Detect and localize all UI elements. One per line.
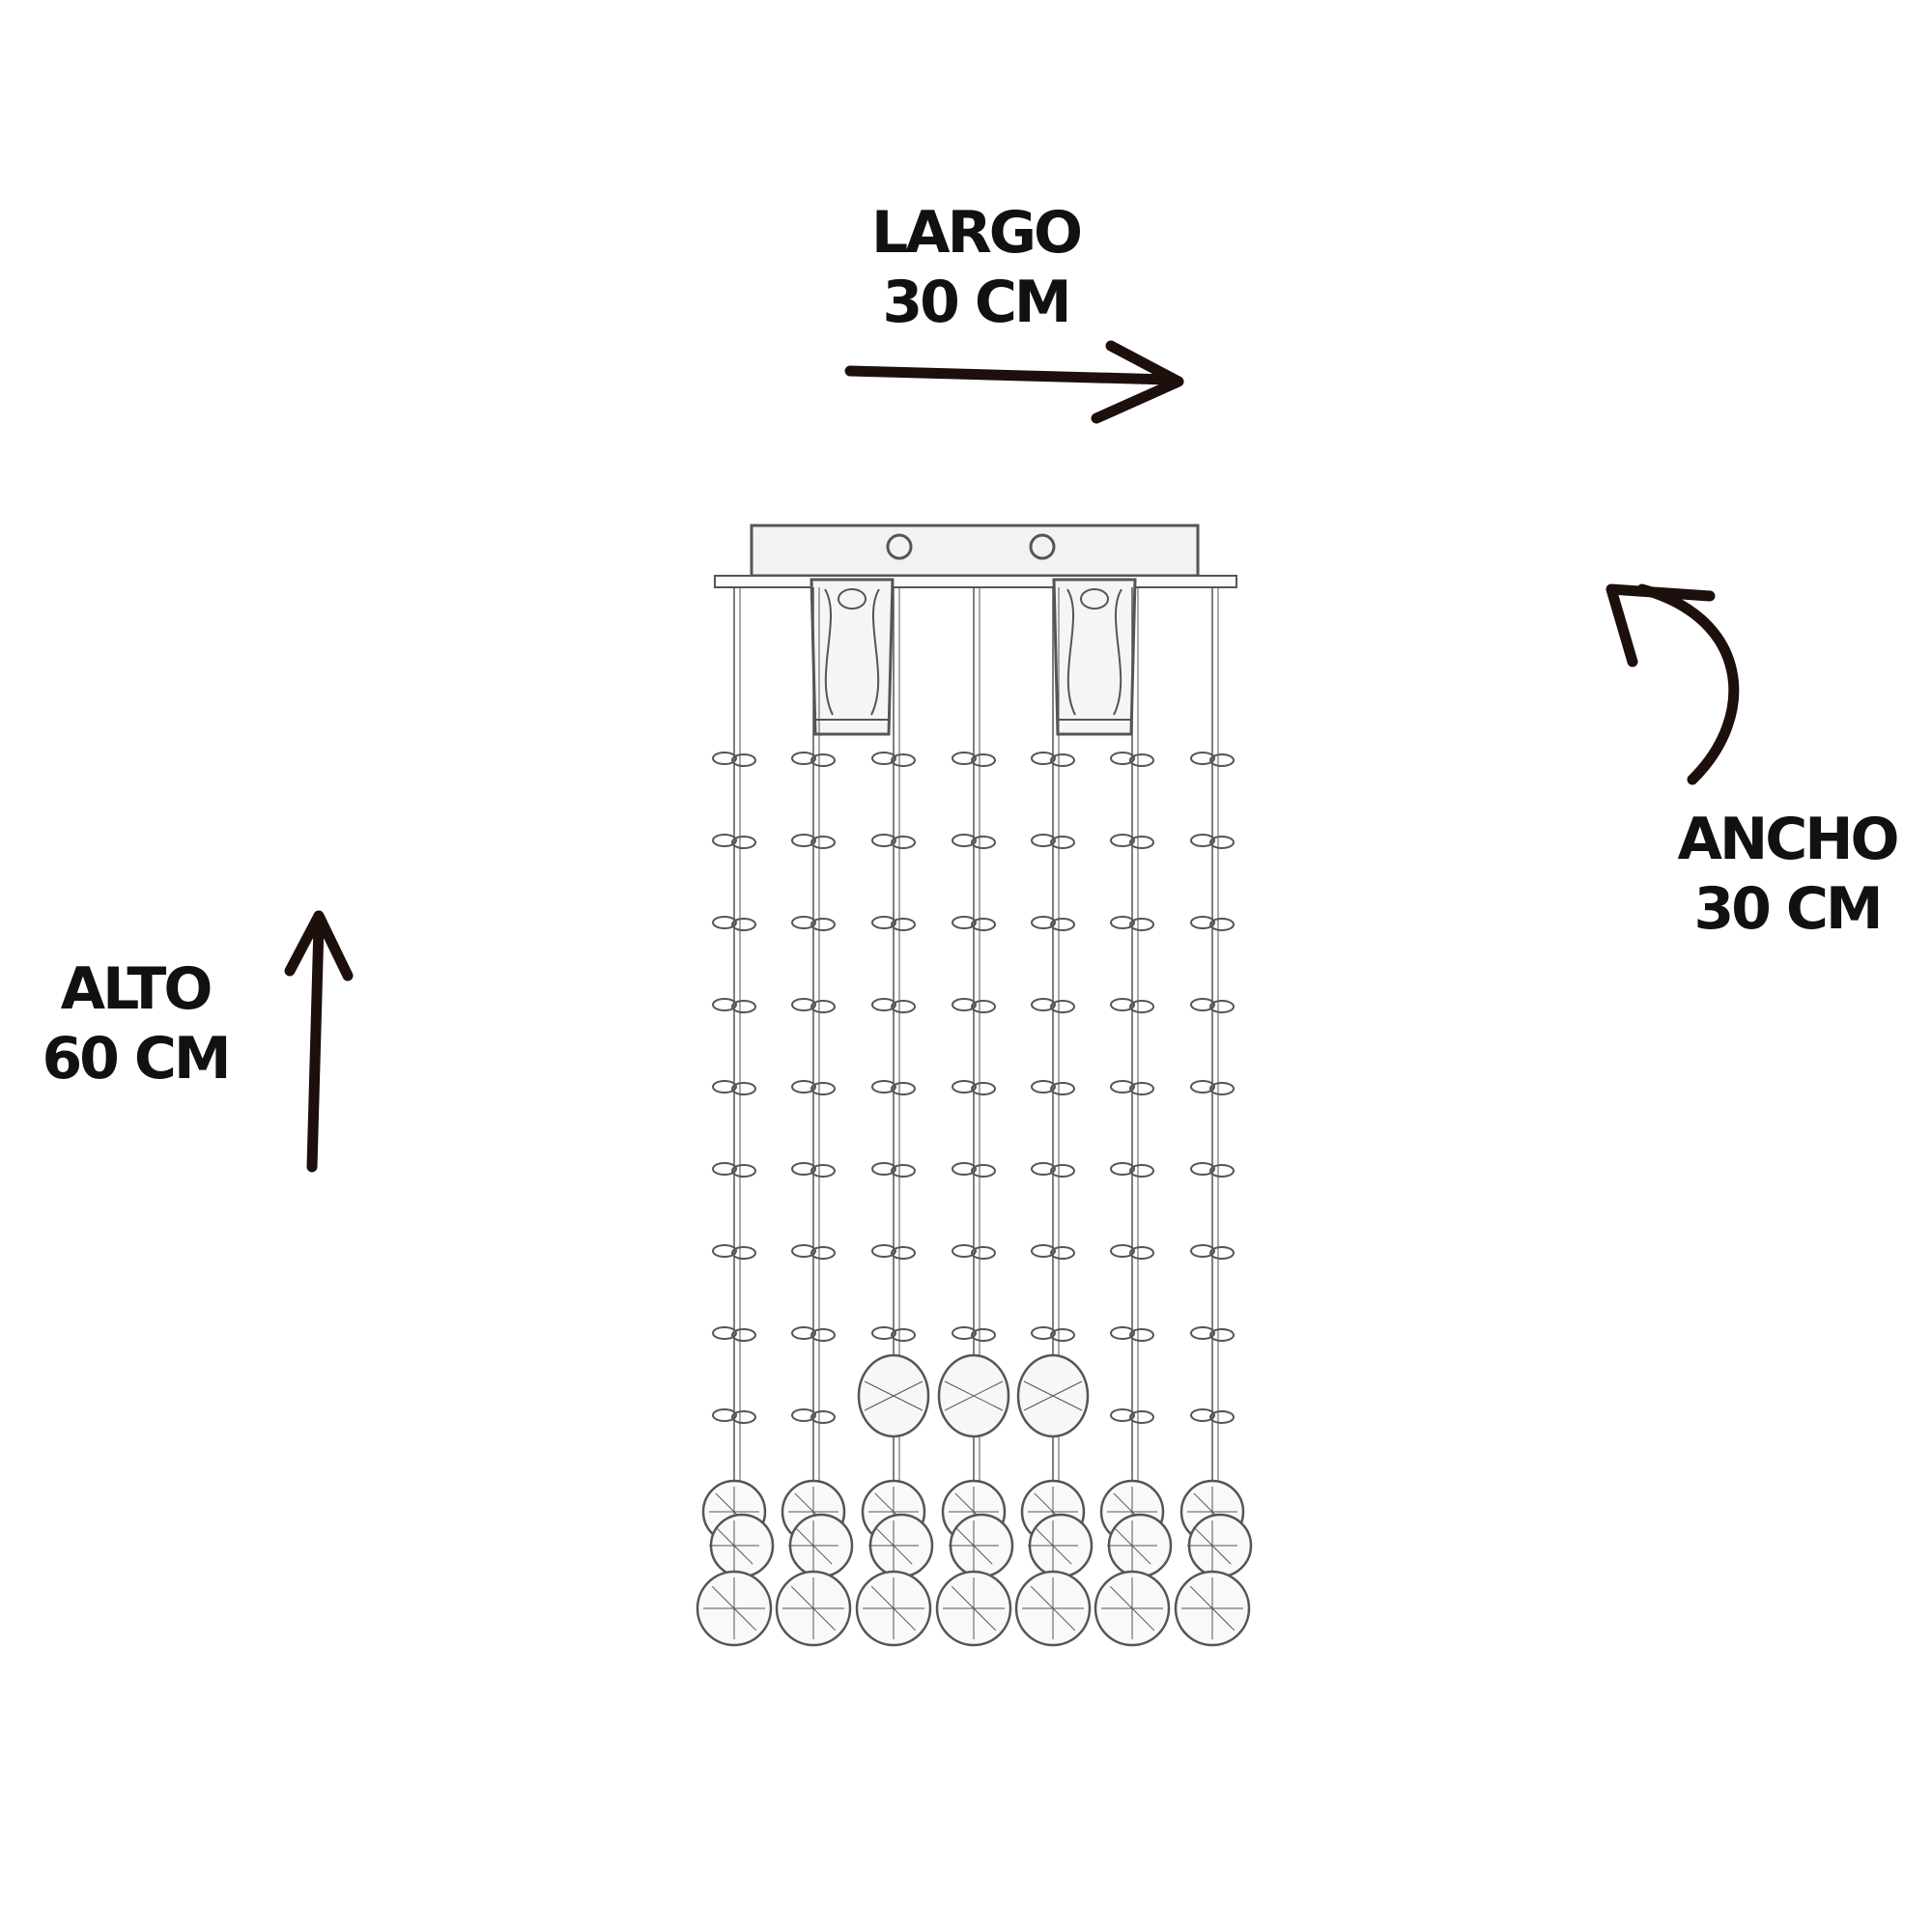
crystal-bead-icon: [871, 916, 916, 931]
alto-name: ALTO: [60, 955, 213, 1023]
crystal-bead-icon: [871, 1326, 916, 1342]
largo-value: 30 CM: [882, 269, 1071, 336]
crystal-bead-icon: [712, 1080, 756, 1095]
crystal-bead-icon: [1031, 752, 1075, 767]
crystal-strand: [1094, 587, 1173, 1647]
crystal-bead-icon: [1031, 1162, 1075, 1178]
crystal-bead-icon: [952, 1162, 996, 1178]
crystal-bead-icon: [1031, 916, 1075, 931]
crystal-bead-icon: [1031, 998, 1075, 1013]
crystal-strand: [1174, 587, 1253, 1647]
ceiling-plate: [750, 524, 1200, 578]
crystal-bead-icon: [1031, 1080, 1075, 1095]
crystal-bead-icon: [871, 998, 916, 1013]
crystal-bead-icon: [1190, 1244, 1235, 1260]
crystal-bead-icon: [791, 834, 836, 849]
crystal-bead-icon: [1190, 1080, 1235, 1095]
crystal-bead-icon: [1190, 1326, 1235, 1342]
crystal-bead-icon: [1110, 1326, 1154, 1342]
crystal-bead-icon: [791, 1162, 836, 1178]
crystal-bead-icon: [952, 1080, 996, 1095]
crystal-bead-icon: [1190, 998, 1235, 1013]
crystal-bead-icon: [1031, 834, 1075, 849]
crystal-strand: [935, 587, 1014, 1647]
plate-screw-right: [1029, 533, 1056, 560]
ancho-name: ANCHO: [1677, 806, 1900, 873]
crystal-bead-icon: [1110, 1080, 1154, 1095]
crystal-bead-icon: [1110, 752, 1154, 767]
crystal-bead-icon: [1031, 1244, 1075, 1260]
crystal-bead-icon: [712, 998, 756, 1013]
crystal-bead-icon: [1110, 1408, 1154, 1424]
plate-screw-left: [886, 533, 913, 560]
ancho-arrowhead-icon: [1605, 583, 1716, 668]
crystal-bead-icon: [1110, 1162, 1154, 1178]
crystal-bead-icon: [1190, 834, 1235, 849]
alto-arrowhead-icon: [284, 910, 354, 981]
crystal-strand: [696, 587, 775, 1647]
crystal-bead-icon: [952, 834, 996, 849]
alto-value: 60 CM: [42, 1025, 231, 1093]
crystal-bead-icon: [712, 916, 756, 931]
crystal-bead-icon: [712, 1326, 756, 1342]
lamp-holders: [810, 578, 1137, 736]
largo-name: LARGO: [870, 199, 1083, 267]
ancho-arrow-icon: [1636, 583, 1740, 785]
crystal-bead-icon: [791, 916, 836, 931]
crystal-bead-icon: [871, 1080, 916, 1095]
crystal-bead-icon: [1190, 1408, 1235, 1424]
crystal-bead-icon: [952, 752, 996, 767]
crystal-bead-icon: [712, 1162, 756, 1178]
crystal-bead-icon: [1110, 998, 1154, 1013]
lamp-holder-icon: [1052, 578, 1137, 736]
crystal-bead-icon: [791, 752, 836, 767]
crystal-bead-icon: [1110, 834, 1154, 849]
crystal-bead-icon: [1110, 916, 1154, 931]
crystal-bead-icon: [871, 752, 916, 767]
ancho-label: ANCHO 30 CM: [1604, 805, 1932, 944]
ancho-value: 30 CM: [1693, 875, 1883, 943]
crystal-bead-icon: [952, 1244, 996, 1260]
largo-label: LARGO 30 CM: [792, 198, 1159, 337]
dimension-arrows: [284, 340, 1740, 1173]
largo-arrow-icon: [844, 365, 1175, 385]
crystal-bead-icon: [712, 1408, 756, 1424]
crystal-bead-icon: [1190, 1162, 1235, 1178]
crystal-bead-icon: [871, 834, 916, 849]
crystal-bead-icon: [1110, 1244, 1154, 1260]
crystal-bead-icon: [791, 1080, 836, 1095]
crystal-bead-icon: [791, 998, 836, 1013]
crystal-bead-icon: [1190, 752, 1235, 767]
alto-label: ALTO 60 CM: [0, 954, 270, 1094]
crystal-strands: [696, 587, 1253, 1647]
crystal-bead-icon: [871, 1244, 916, 1260]
crystal-bead-icon: [712, 1244, 756, 1260]
crystal-strand: [1014, 587, 1094, 1647]
crystal-bead-icon: [791, 1326, 836, 1342]
plate-rim: [714, 575, 1237, 588]
lamp-holder-icon: [810, 578, 895, 736]
crystal-bead-icon: [952, 998, 996, 1013]
crystal-strand: [855, 587, 934, 1647]
crystal-bead-icon: [712, 752, 756, 767]
largo-arrowhead-icon: [1091, 340, 1184, 424]
crystal-chandelier-icon: [696, 524, 1253, 1647]
crystal-bead-icon: [1190, 916, 1235, 931]
crystal-bead-icon: [952, 916, 996, 931]
crystal-bead-icon: [952, 1326, 996, 1342]
crystal-bead-icon: [1031, 1326, 1075, 1342]
crystal-bead-icon: [791, 1408, 836, 1424]
crystal-strand: [775, 587, 854, 1647]
crystal-bead-icon: [712, 834, 756, 849]
crystal-bead-icon: [791, 1244, 836, 1260]
crystal-bead-icon: [871, 1162, 916, 1178]
alto-arrow-icon: [306, 920, 325, 1173]
